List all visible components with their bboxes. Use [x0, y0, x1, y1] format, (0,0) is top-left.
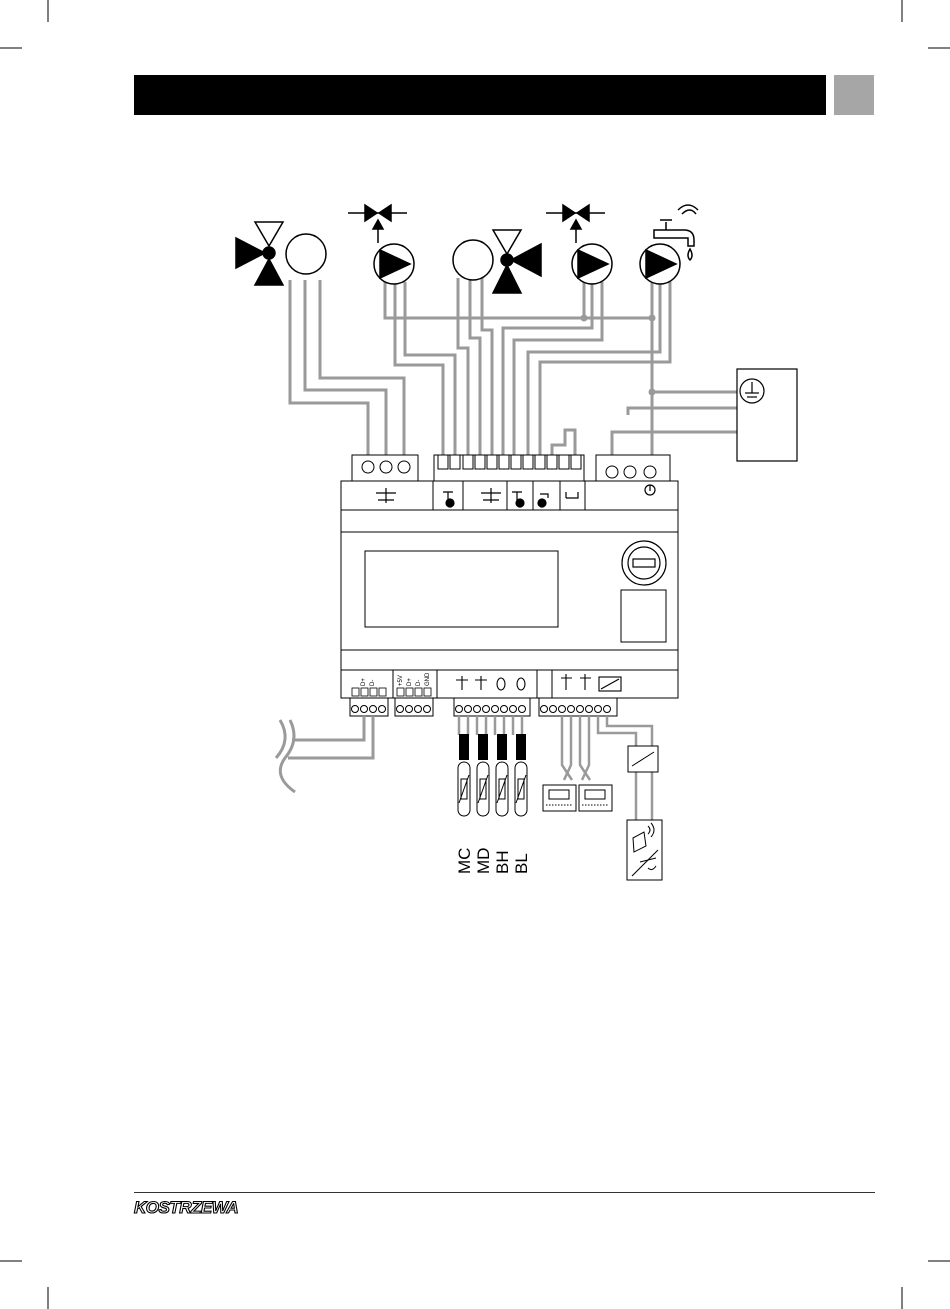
bus-label-d-plus: D+ — [361, 678, 367, 686]
mixing-valve-2-icon — [453, 230, 541, 293]
bus-cable — [276, 716, 373, 792]
fuse-cover — [621, 590, 666, 642]
sensor-md-cable — [478, 734, 488, 760]
brand-logo: KOSTRZEWA — [134, 1198, 238, 1218]
sensor-label-md: MD — [474, 848, 493, 874]
power-switch-icon — [622, 541, 666, 585]
upper-terminal-screws — [438, 455, 581, 469]
sensor-label-bh: BH — [493, 850, 512, 874]
power-supply-box — [737, 369, 797, 461]
sensor-mc-cable — [459, 734, 469, 760]
footer-rule — [134, 1192, 875, 1193]
circulation-pump-1-icon — [348, 205, 414, 284]
panel-label-5v: +5V — [398, 675, 404, 686]
room-panel-2-icon — [579, 785, 612, 811]
mixing-valve-1-icon — [236, 222, 326, 285]
lower-terminal-blocks — [350, 698, 617, 716]
room-thermostat-switch-icon — [628, 746, 658, 772]
circulation-pump-2-icon — [546, 205, 612, 284]
pump-symbol-icon — [446, 499, 454, 507]
panel-label-d-plus: D+ — [407, 678, 413, 686]
upper-wiring — [290, 278, 737, 458]
panel-label-gnd: GND — [425, 672, 431, 686]
panel-label-d-minus: D- — [416, 680, 422, 686]
sensor-label-mc: MC — [455, 848, 474, 874]
heat-source-icon — [627, 820, 662, 880]
bus-label-d-minus: D- — [370, 680, 376, 686]
room-panel-1-icon — [543, 785, 576, 811]
sensor-bh-cable — [497, 734, 507, 760]
controller-display — [365, 551, 558, 627]
sensor-bl-cable — [516, 734, 526, 760]
sensor-label-bl: BL — [512, 853, 531, 874]
temperature-sensors — [458, 716, 527, 816]
dhw-pump-icon — [640, 205, 698, 284]
